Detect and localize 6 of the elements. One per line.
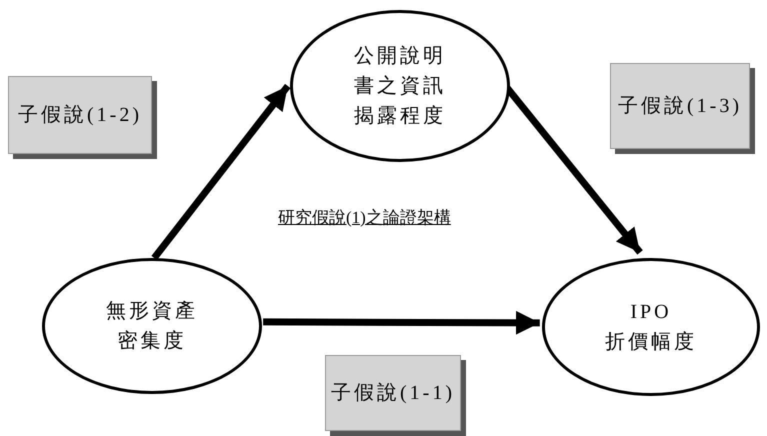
arrow: [151, 84, 291, 260]
underlined-label: 研究假說(1)之論證架構: [278, 207, 451, 229]
oval: IPO 折價幅度: [542, 258, 760, 396]
oval: 無形資產密集度: [42, 258, 262, 394]
oval: 公開說明書之資訊揭露程度: [290, 10, 510, 162]
arrow: [263, 310, 540, 335]
